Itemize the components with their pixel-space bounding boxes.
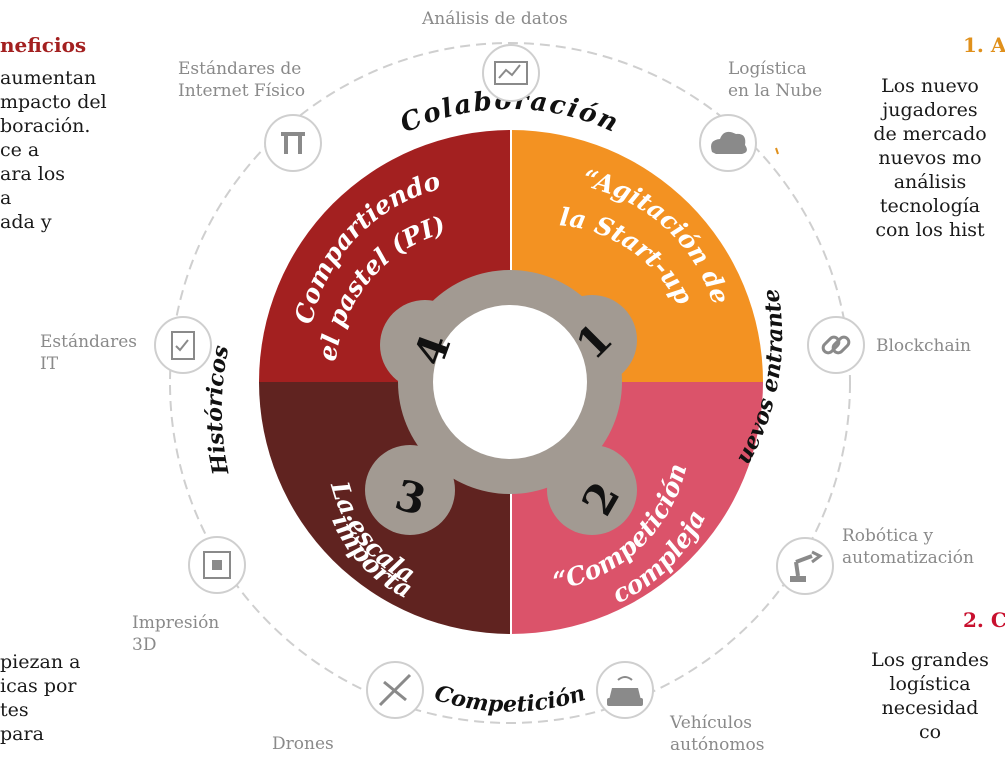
tech-label-physical-internet-standards: Estándares de Internet Físico [178,59,306,101]
drone-icon [366,661,424,719]
outer-ring [169,42,851,724]
left-bottom-text: piezan a icas por tes para [0,651,81,745]
right-top-text: Los nuevo jugadores de mercado nuevos mo… [873,75,987,241]
arc-label-bottom: Competición [432,680,589,718]
tech-label-it-standards: Estándares IT [40,332,137,374]
left-top-text: aumentan mpacto del boración. ce a ara l… [0,67,107,233]
right-heading-2: 2. C [963,608,1005,632]
chain-link-icon [807,316,865,374]
tech-label-3d-printing: Impresión 3D [132,613,220,655]
cloud-icon [699,114,757,172]
tech-label-blockchain: Blockchain [876,336,971,356]
clipboard-icon [154,316,212,374]
center-hole [433,305,587,459]
right-heading-1: 1. A [963,33,1005,57]
3d-printer-icon [188,536,246,594]
tech-label-cloud-logistics: Logística en la Nube [728,59,823,101]
tech-label-robotics: Robótica y automatización [842,526,974,568]
data-analysis-icon [482,44,540,102]
left-heading: neficios [0,33,87,57]
autonomous-car-icon [596,661,654,719]
tech-label-data-analysis: Análisis de datos [422,9,568,29]
tech-label-autonomous-vehicles: Vehículos autónomos [670,713,765,755]
right-bottom-text: Los grandes logística necesidad co [871,649,989,743]
arc-label-left: Históricos [202,343,235,477]
pi-symbol-icon [264,114,322,172]
tech-label-drones: Drones [272,734,334,754]
robot-arm-icon [776,537,834,595]
